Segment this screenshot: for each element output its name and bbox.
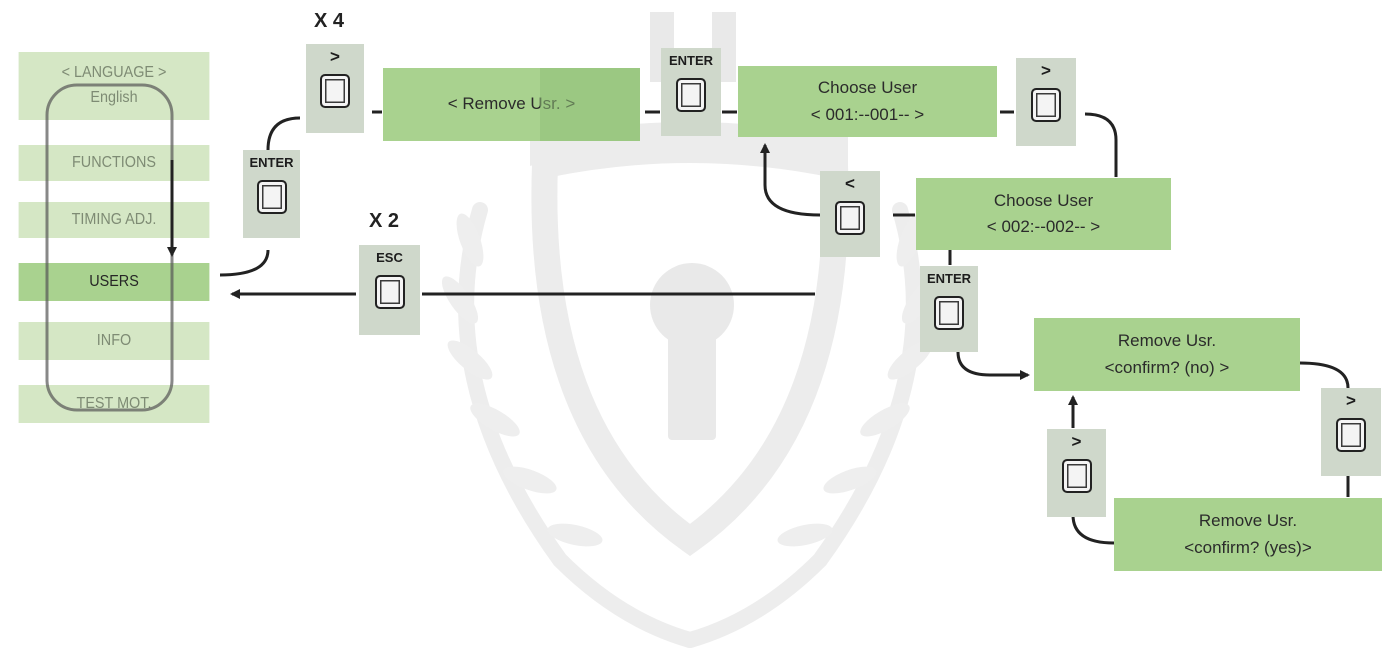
menu-item-functions: FUNCTIONS xyxy=(18,145,210,181)
key-icon xyxy=(320,74,350,108)
next-button-right-label: > xyxy=(1041,61,1051,80)
key-icon xyxy=(374,275,405,309)
key-icon xyxy=(934,296,964,330)
choose-user-1-value: < 001:--001-- > xyxy=(810,104,925,124)
next-button-lower-left-label: > xyxy=(1071,432,1082,451)
repeat-count-x4: X 4 xyxy=(314,10,345,32)
key-icon xyxy=(835,201,865,235)
panel-confirm-no: Remove Usr. <confirm? (no) > xyxy=(1034,318,1300,391)
key-icon xyxy=(256,180,287,214)
esc-button-label: ESC xyxy=(376,250,403,265)
confirm-no-title: Remove Usr. xyxy=(1117,331,1217,351)
key-icon xyxy=(1031,88,1061,122)
choose-user-2-title: Choose User xyxy=(993,190,1094,210)
repeat-count-x2: X 2 xyxy=(369,210,400,232)
enter-button-left-label: ENTER xyxy=(249,155,294,170)
enter-button-left[interactable]: ENTER xyxy=(243,150,300,238)
enter-button-mid-label: ENTER xyxy=(668,53,714,68)
menu-item-users: USERS xyxy=(18,263,210,301)
enter-button-mid[interactable]: ENTER xyxy=(661,48,721,136)
next-button-top[interactable]: > xyxy=(306,44,364,133)
enter-button-right[interactable]: ENTER xyxy=(920,266,978,352)
key-icon xyxy=(676,78,706,112)
key-icon xyxy=(1061,459,1092,493)
prev-button[interactable]: < xyxy=(820,171,880,257)
panel-choose-user-2: Choose User < 002:--002-- > xyxy=(916,178,1171,250)
confirm-yes-title: Remove Usr. xyxy=(1198,511,1298,531)
next-button-lower-left[interactable]: > xyxy=(1047,429,1106,517)
choose-user-2-value: < 002:--002-- > xyxy=(986,217,1101,236)
choose-user-1-title: Choose User xyxy=(817,78,918,98)
confirm-yes-value: <confirm? (yes)> xyxy=(1184,537,1312,557)
esc-button[interactable]: ESC xyxy=(359,245,420,335)
menu-language-label: < LANGUAGE > xyxy=(61,64,167,82)
key-icon xyxy=(1336,418,1366,452)
next-button-lower-right-label: > xyxy=(1346,391,1356,410)
confirm-no-value: <confirm? (no) > xyxy=(1104,357,1230,377)
panel-overlay xyxy=(540,68,640,141)
next-button-right[interactable]: > xyxy=(1016,58,1076,146)
panel-choose-user-1: Choose User < 001:--001-- > xyxy=(738,66,997,137)
panel-confirm-yes: Remove Usr. <confirm? (yes)> xyxy=(1114,498,1382,571)
menu-item-timing: TIMING ADJ. xyxy=(18,202,210,238)
enter-button-right-label: ENTER xyxy=(926,271,972,286)
prev-button-label: < xyxy=(845,174,855,193)
next-button-top-label: > xyxy=(330,47,340,66)
next-button-lower-right[interactable]: > xyxy=(1321,388,1381,476)
menu-language-value: English xyxy=(90,89,138,106)
menu-item-info: INFO xyxy=(18,322,210,360)
